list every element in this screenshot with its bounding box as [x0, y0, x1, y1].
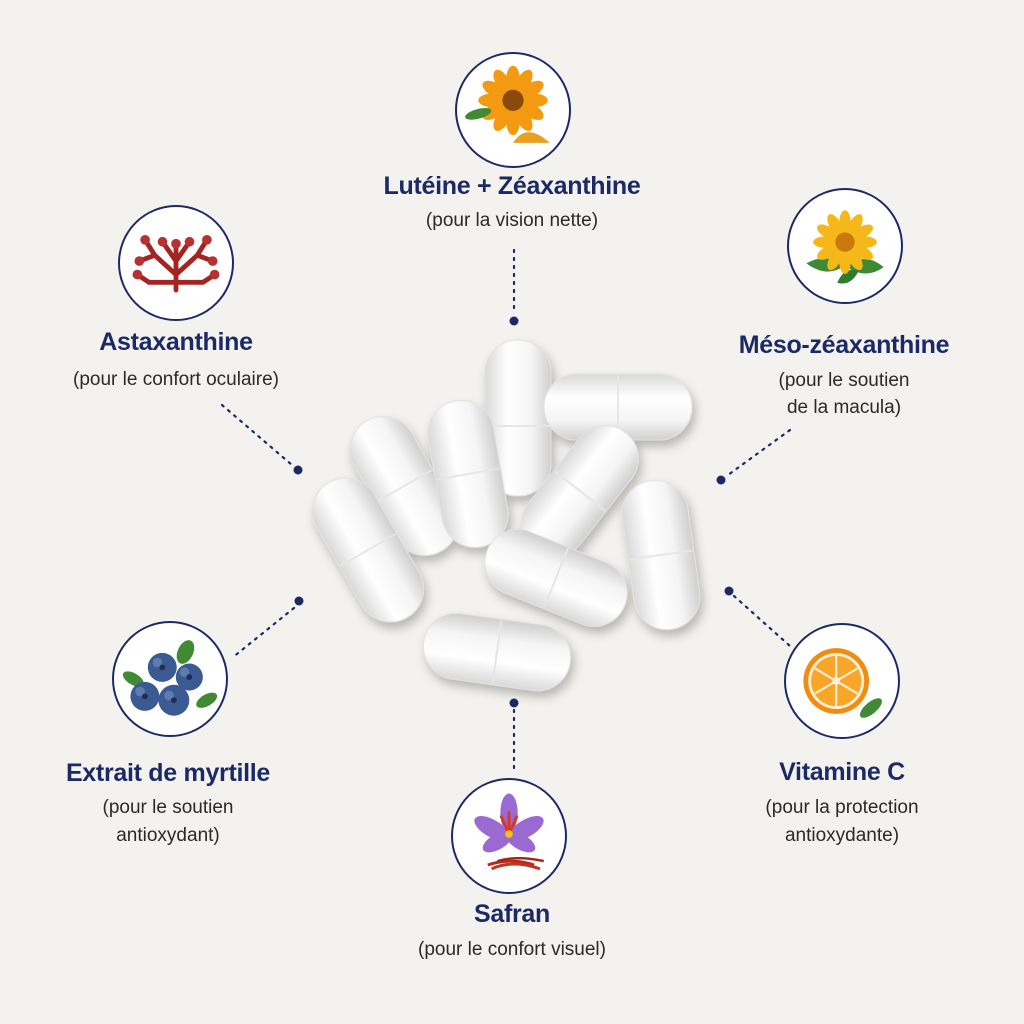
meso-desc-line1: (pour le soutien	[778, 370, 910, 391]
bilberry-desc-line1: (pour le soutien	[102, 797, 234, 818]
red-algae-icon	[118, 205, 234, 321]
saffron-name: Safran	[473, 900, 550, 928]
meso-name: Méso-zéaxanthine	[738, 331, 950, 359]
lutein-desc: (pour la vision nette)	[425, 210, 599, 231]
vitaminc-desc-line2: antioxydante)	[784, 825, 900, 846]
meso-desc-line2: de la macula)	[786, 397, 902, 418]
astaxanthin-name: Astaxanthine	[99, 328, 253, 356]
capsule	[484, 529, 628, 627]
vitaminc-desc-line1: (pour la protection	[765, 797, 919, 818]
bilberry-desc-line2: antioxydant)	[116, 825, 220, 846]
capsule	[427, 400, 509, 548]
blueberry-icon	[112, 621, 228, 737]
dotted-connectors	[220, 248, 792, 772]
connector-meso	[726, 428, 792, 477]
vitaminc-name: Vitamine C	[779, 758, 905, 786]
saffron-desc: (pour le confort visuel)	[418, 939, 606, 960]
saffron-flower-icon	[451, 778, 567, 894]
connector-vitaminc	[732, 594, 792, 648]
orange-slice-icon	[784, 623, 900, 739]
marigold-icon	[455, 52, 571, 168]
connector-bilberry	[230, 606, 296, 660]
connector-astaxanthin	[220, 403, 294, 467]
lutein-name: Lutéine + Zéaxanthine	[383, 172, 641, 200]
capsule	[422, 612, 572, 692]
connector-dots	[293, 316, 734, 708]
yellow-flower-icon	[787, 188, 903, 304]
bilberry-name: Extrait de myrtille	[65, 759, 271, 787]
capsules	[312, 339, 701, 692]
capsule	[312, 477, 424, 623]
astaxanthin-desc: (pour le confort oculaire)	[73, 369, 279, 390]
capsule	[621, 479, 701, 631]
